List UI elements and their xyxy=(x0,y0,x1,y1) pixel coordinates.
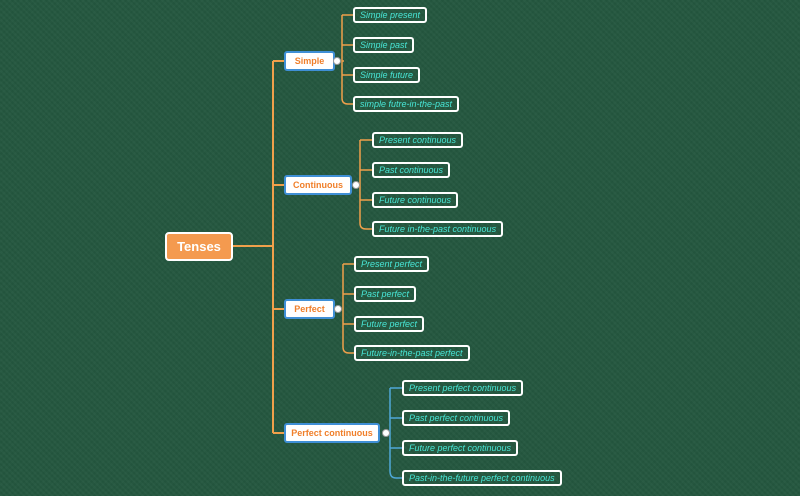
root-node-tenses[interactable]: Tenses xyxy=(165,232,233,261)
leaf-simple-present[interactable]: Simple present xyxy=(353,7,428,23)
simple-leaf-lines xyxy=(341,14,353,105)
perfect-spine xyxy=(342,263,354,354)
leaf-future-in-the-past-perfect[interactable]: Future-in-the-past perfect xyxy=(354,345,470,361)
leaf-future-continuous[interactable]: Future continuous xyxy=(372,192,459,208)
perfect-continuous-spine xyxy=(389,387,402,479)
leaf-past-in-the-future-perfect-continuous[interactable]: Past-in-the-future perfect continuous xyxy=(402,470,562,486)
leaf-past-perfect-continuous[interactable]: Past perfect continuous xyxy=(402,410,511,426)
collapse-toggle-simple[interactable] xyxy=(333,57,341,65)
leaf-present-continuous[interactable]: Present continuous xyxy=(372,132,464,148)
branch-simple[interactable]: Simple xyxy=(284,51,335,71)
leaf-simple-future-in-the-past[interactable]: simple futre-in-the-past xyxy=(353,96,460,112)
leaf-past-perfect[interactable]: Past perfect xyxy=(354,286,417,302)
leaf-present-perfect[interactable]: Present perfect xyxy=(354,256,430,272)
continuous-spine xyxy=(359,139,372,230)
branch-perfect[interactable]: Perfect xyxy=(284,299,335,319)
leaf-simple-past[interactable]: Simple past xyxy=(353,37,415,53)
leaf-present-perfect-continuous[interactable]: Present perfect continuous xyxy=(402,380,524,396)
leaf-past-continuous[interactable]: Past continuous xyxy=(372,162,451,178)
collapse-toggle-perfect[interactable] xyxy=(334,305,342,313)
branch-continuous[interactable]: Continuous xyxy=(284,175,352,195)
leaf-simple-future[interactable]: Simple future xyxy=(353,67,421,83)
leaf-future-in-the-past-continuous[interactable]: Future in-the-past continuous xyxy=(372,221,504,237)
collapse-toggle-perfect-continuous[interactable] xyxy=(382,429,390,437)
leaf-future-perfect[interactable]: Future perfect xyxy=(354,316,425,332)
branch-perfect-continuous[interactable]: Perfect continuous xyxy=(284,423,380,443)
collapse-toggle-continuous[interactable] xyxy=(352,181,360,189)
leaf-future-perfect-continuous[interactable]: Future perfect continuous xyxy=(402,440,519,456)
